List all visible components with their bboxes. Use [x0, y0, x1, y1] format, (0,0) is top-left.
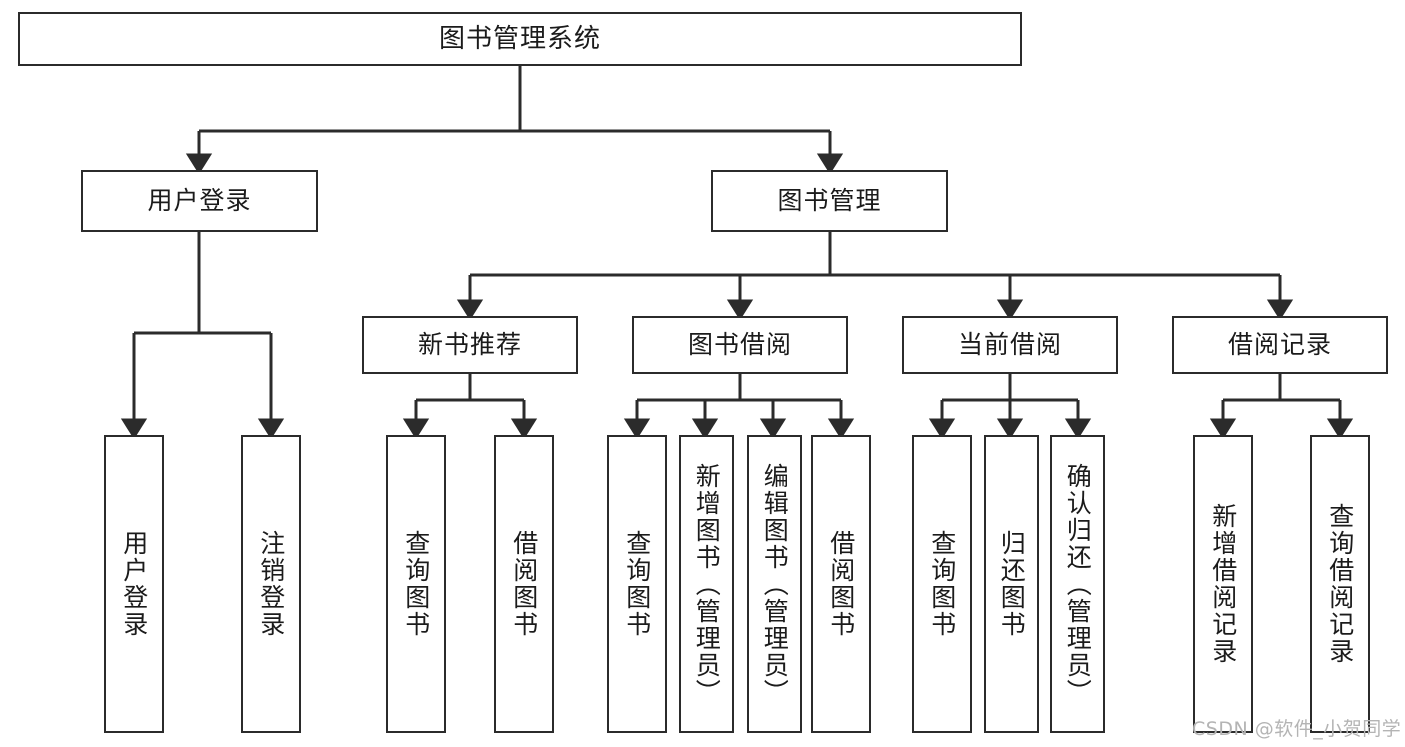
- node-leaf-query-book-recommend-label: 查询图书: [401, 530, 431, 638]
- node-book-management-label: 图书管理: [777, 186, 882, 216]
- node-leaf-query-book-recommend[interactable]: 查询图书: [386, 435, 446, 733]
- node-leaf-confirm-return-admin-label: 确认归还（管理员）: [1063, 462, 1093, 706]
- csdn-watermark: CSDN @软件_小贺同学: [1192, 718, 1402, 740]
- node-leaf-borrow-book-recommend-label: 借阅图书: [509, 530, 539, 638]
- node-current-borrow-label: 当前借阅: [957, 330, 1062, 360]
- node-leaf-borrow-book-borrow-label: 借阅图书: [826, 530, 856, 638]
- node-current-borrow[interactable]: 当前借阅: [902, 316, 1118, 374]
- node-leaf-add-borrow-record[interactable]: 新增借阅记录: [1193, 435, 1253, 733]
- node-new-book-recommend-label: 新书推荐: [417, 330, 522, 360]
- node-leaf-query-book-borrow-label: 查询图书: [622, 530, 652, 638]
- node-leaf-logout[interactable]: 注销登录: [241, 435, 301, 733]
- node-leaf-borrow-book-recommend[interactable]: 借阅图书: [494, 435, 554, 733]
- node-user-login-label: 用户登录: [147, 186, 252, 216]
- node-book-management[interactable]: 图书管理: [711, 170, 948, 232]
- node-leaf-query-book-current-label: 查询图书: [927, 530, 957, 638]
- node-book-borrow[interactable]: 图书借阅: [632, 316, 848, 374]
- node-leaf-query-borrow-record[interactable]: 查询借阅记录: [1310, 435, 1370, 733]
- node-leaf-edit-book-admin[interactable]: 编辑图书（管理员）: [747, 435, 802, 733]
- node-leaf-add-book-admin[interactable]: 新增图书（管理员）: [679, 435, 734, 733]
- node-user-login[interactable]: 用户登录: [81, 170, 318, 232]
- node-borrow-record-label: 借阅记录: [1227, 330, 1332, 360]
- node-root-label: 图书管理系统: [438, 23, 601, 54]
- node-leaf-edit-book-admin-label: 编辑图书（管理员）: [760, 462, 790, 706]
- node-leaf-user-login-label: 用户登录: [119, 530, 149, 638]
- node-book-borrow-label: 图书借阅: [687, 330, 792, 360]
- node-leaf-confirm-return-admin[interactable]: 确认归还（管理员）: [1050, 435, 1105, 733]
- node-leaf-return-book-label: 归还图书: [997, 530, 1027, 638]
- node-leaf-add-borrow-record-label: 新增借阅记录: [1208, 503, 1238, 665]
- node-borrow-record[interactable]: 借阅记录: [1172, 316, 1388, 374]
- node-leaf-return-book[interactable]: 归还图书: [984, 435, 1039, 733]
- node-leaf-query-borrow-record-label: 查询借阅记录: [1325, 503, 1355, 665]
- node-leaf-borrow-book-borrow[interactable]: 借阅图书: [811, 435, 871, 733]
- node-new-book-recommend[interactable]: 新书推荐: [362, 316, 578, 374]
- node-leaf-query-book-borrow[interactable]: 查询图书: [607, 435, 667, 733]
- node-leaf-query-book-current[interactable]: 查询图书: [912, 435, 972, 733]
- node-leaf-logout-label: 注销登录: [256, 530, 286, 638]
- node-leaf-add-book-admin-label: 新增图书（管理员）: [692, 462, 722, 706]
- node-root-book-management-system[interactable]: 图书管理系统: [18, 12, 1022, 66]
- node-leaf-user-login[interactable]: 用户登录: [104, 435, 164, 733]
